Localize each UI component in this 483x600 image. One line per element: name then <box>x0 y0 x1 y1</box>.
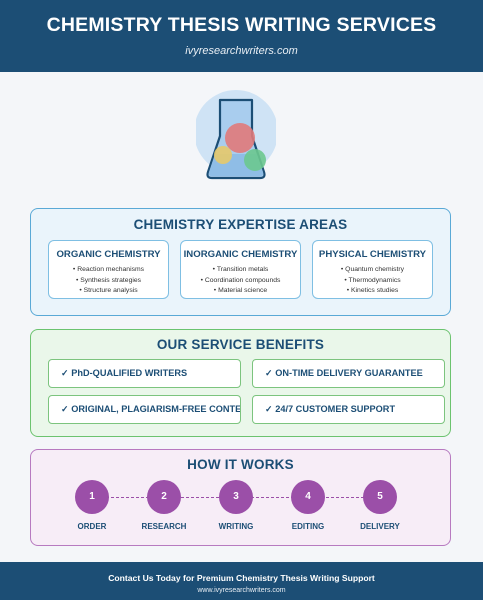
process-step-writing: 3 WRITING <box>201 480 271 531</box>
expertise-item: • Structure analysis <box>79 287 138 295</box>
page-title: CHEMISTRY THESIS WRITING SERVICES <box>46 14 437 36</box>
expertise-item: • Material science <box>213 287 268 295</box>
expertise-item: • Transition metals <box>212 266 269 273</box>
benefit-item-original: ✓ ORIGINAL, PLAGIARISM-FREE CONTENT <box>48 395 241 424</box>
expertise-card-physical: PHYSICAL CHEMISTRY • Quantum chemistry •… <box>312 240 433 299</box>
step-label: ORDER <box>77 522 107 531</box>
benefits-title: OUR SERVICE BENEFITS <box>156 337 325 352</box>
expertise-card-title: INORGANIC CHEMISTRY <box>183 249 298 260</box>
benefits-section: OUR SERVICE BENEFITS ✓ PhD-QUALIFIED WRI… <box>30 329 451 437</box>
process-step-editing: 4 EDITING <box>273 480 343 531</box>
expertise-item: • Kinetics studies <box>346 287 399 295</box>
expertise-section: CHEMISTRY EXPERTISE AREAS ORGANIC CHEMIS… <box>30 208 451 316</box>
process-step-order: 1 ORDER <box>57 480 127 531</box>
footer-banner: Contact Us Today for Premium Chemistry T… <box>0 562 483 600</box>
step-number: 5 <box>363 480 397 514</box>
header-website: ivyresearchwriters.com <box>185 45 298 57</box>
footer-cta: Contact Us Today for Premium Chemistry T… <box>108 573 375 583</box>
expertise-card-title: PHYSICAL CHEMISTRY <box>318 249 427 260</box>
process-section: HOW IT WORKS 1 ORDER 2 RESEARCH 3 WRITIN… <box>30 449 451 546</box>
step-number: 2 <box>147 480 181 514</box>
benefit-item-delivery: ✓ ON-TIME DELIVERY GUARANTEE <box>252 359 445 388</box>
header-banner: CHEMISTRY THESIS WRITING SERVICES ivyres… <box>0 0 483 72</box>
process-step-research: 2 RESEARCH <box>129 480 199 531</box>
process-title: HOW IT WORKS <box>187 457 294 472</box>
expertise-item: • Thermodynamics <box>344 276 401 284</box>
benefit-item-support: ✓ 24/7 CUSTOMER SUPPORT <box>252 395 445 424</box>
expertise-item: • Synthesis strategies <box>75 276 142 284</box>
step-label: RESEARCH <box>141 522 187 531</box>
step-number: 3 <box>219 480 253 514</box>
process-step-delivery: 5 DELIVERY <box>345 480 415 531</box>
step-number: 4 <box>291 480 325 514</box>
benefit-item-writers: ✓ PhD-QUALIFIED WRITERS <box>48 359 241 388</box>
expertise-item: • Reaction mechanisms <box>72 266 145 273</box>
step-label: EDITING <box>291 522 325 531</box>
expertise-card-inorganic: INORGANIC CHEMISTRY • Transition metals … <box>180 240 301 299</box>
footer-url: www.ivyresearchwriters.com <box>197 587 286 594</box>
step-number: 1 <box>75 480 109 514</box>
step-label: WRITING <box>218 522 254 531</box>
expertise-item: • Coordination compounds <box>200 276 281 284</box>
expertise-title: CHEMISTRY EXPERTISE AREAS <box>133 217 348 232</box>
flask-icon <box>194 88 278 188</box>
expertise-item: • Quantum chemistry <box>340 266 405 273</box>
expertise-card-title: ORGANIC CHEMISTRY <box>56 249 161 260</box>
expertise-card-organic: ORGANIC CHEMISTRY • Reaction mechanisms … <box>48 240 169 299</box>
step-label: DELIVERY <box>360 522 400 531</box>
